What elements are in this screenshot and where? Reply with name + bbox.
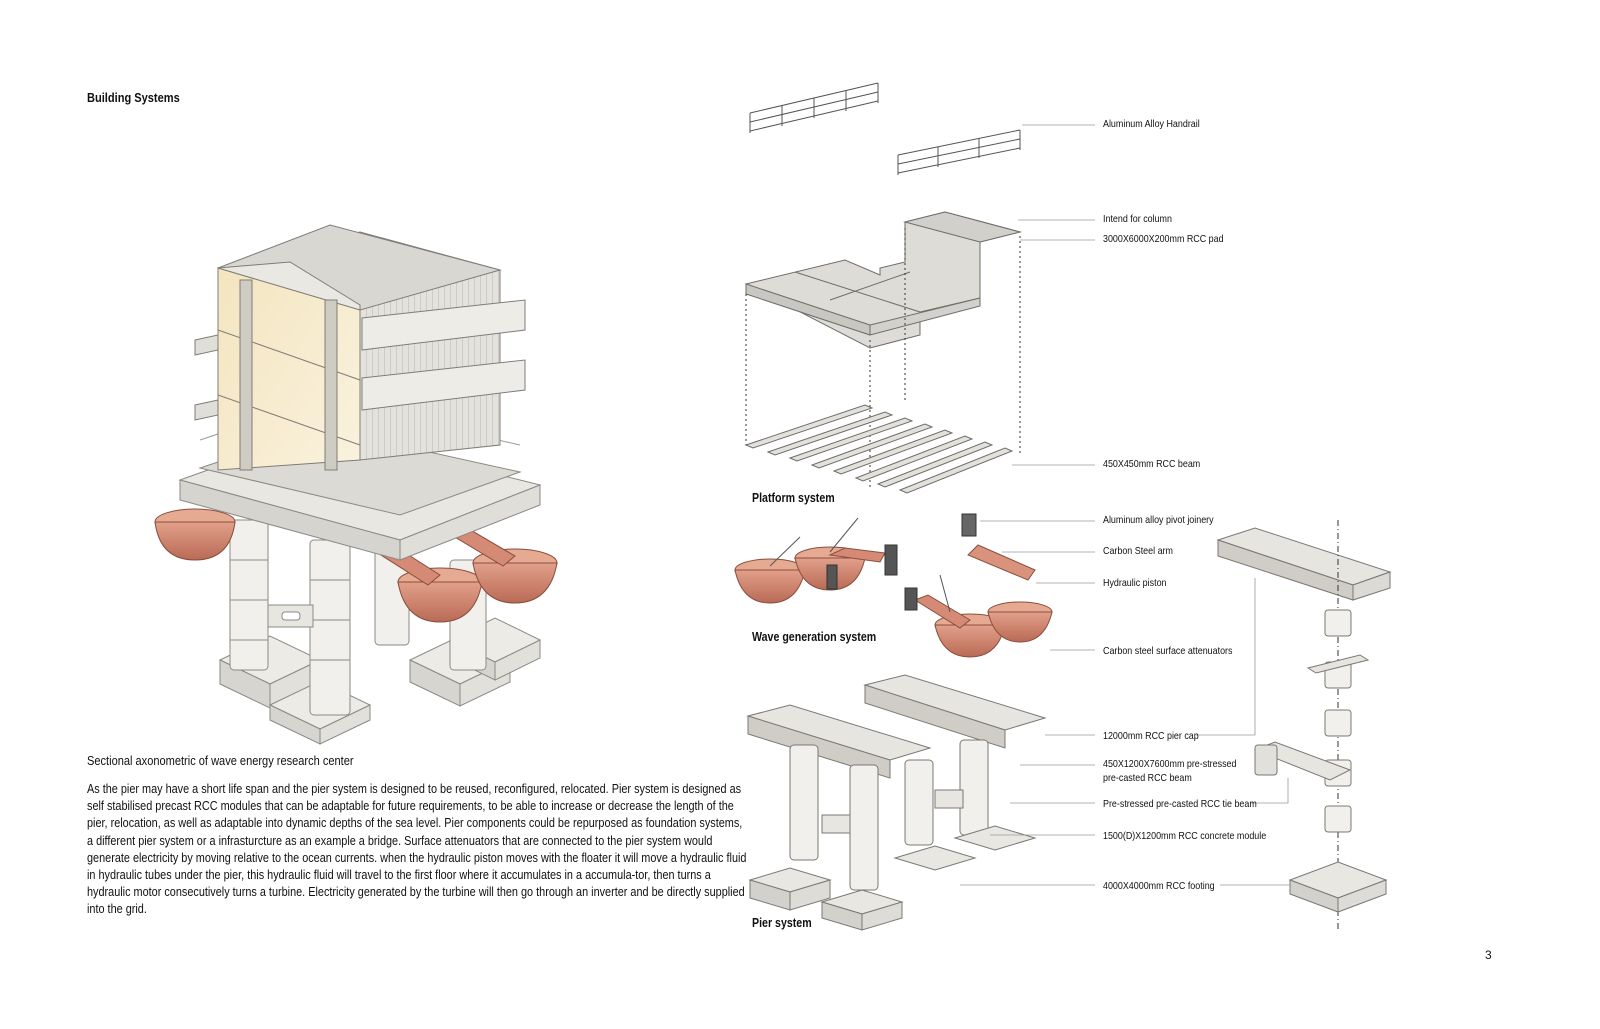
label-hydraulic-piston: Hydraulic piston [1103, 577, 1167, 589]
label-prestressed-beam-line1: 450X1200X7600mm pre-stressed [1103, 758, 1237, 770]
building-body [194, 224, 526, 471]
label-tie-beam: Pre-stressed pre-casted RCC tie beam [1103, 798, 1257, 810]
page-number: 3 [1485, 948, 1492, 962]
label-prestressed-beam-line2: pre-casted RCC beam [1103, 772, 1192, 784]
pier-system-title: Pier system [752, 916, 812, 930]
leader-lines [960, 124, 1290, 886]
column-stack-drawing [1216, 520, 1392, 930]
label-concrete-module: 1500(D)X1200mm RCC concrete module [1103, 830, 1267, 842]
platform-beams-drawing [744, 404, 1014, 494]
building-axonometric [154, 224, 558, 745]
page-heading: Building Systems [87, 90, 180, 105]
figure-caption: Sectional axonometric of wave energy res… [87, 753, 354, 768]
label-carbon-arm: Carbon Steel arm [1103, 545, 1173, 557]
pier-system-drawing [746, 674, 1047, 931]
label-rcc-pad: 3000X6000X200mm RCC pad [1103, 233, 1224, 245]
handrail-drawing [749, 82, 1021, 175]
label-pier-cap: 12000mm RCC pier cap [1103, 730, 1199, 742]
wave-system-title: Wave generation system [752, 630, 877, 644]
label-attenuators: Carbon steel surface attenuators [1103, 645, 1233, 657]
label-footing: 4000X4000mm RCC footing [1103, 880, 1215, 892]
label-intend-column: Intend for column [1103, 213, 1172, 225]
wave-generation-drawing [734, 513, 1053, 658]
label-rcc-beam: 450X450mm RCC beam [1103, 458, 1201, 470]
label-handrail: Aluminum Alloy Handrail [1103, 118, 1200, 130]
platform-slab-drawing [744, 211, 1022, 490]
description-paragraph: As the pier may have a short life span a… [87, 782, 747, 917]
platform-system-title: Platform system [752, 491, 835, 505]
label-pivot-joinery: Aluminum alloy pivot joinery [1103, 514, 1214, 526]
